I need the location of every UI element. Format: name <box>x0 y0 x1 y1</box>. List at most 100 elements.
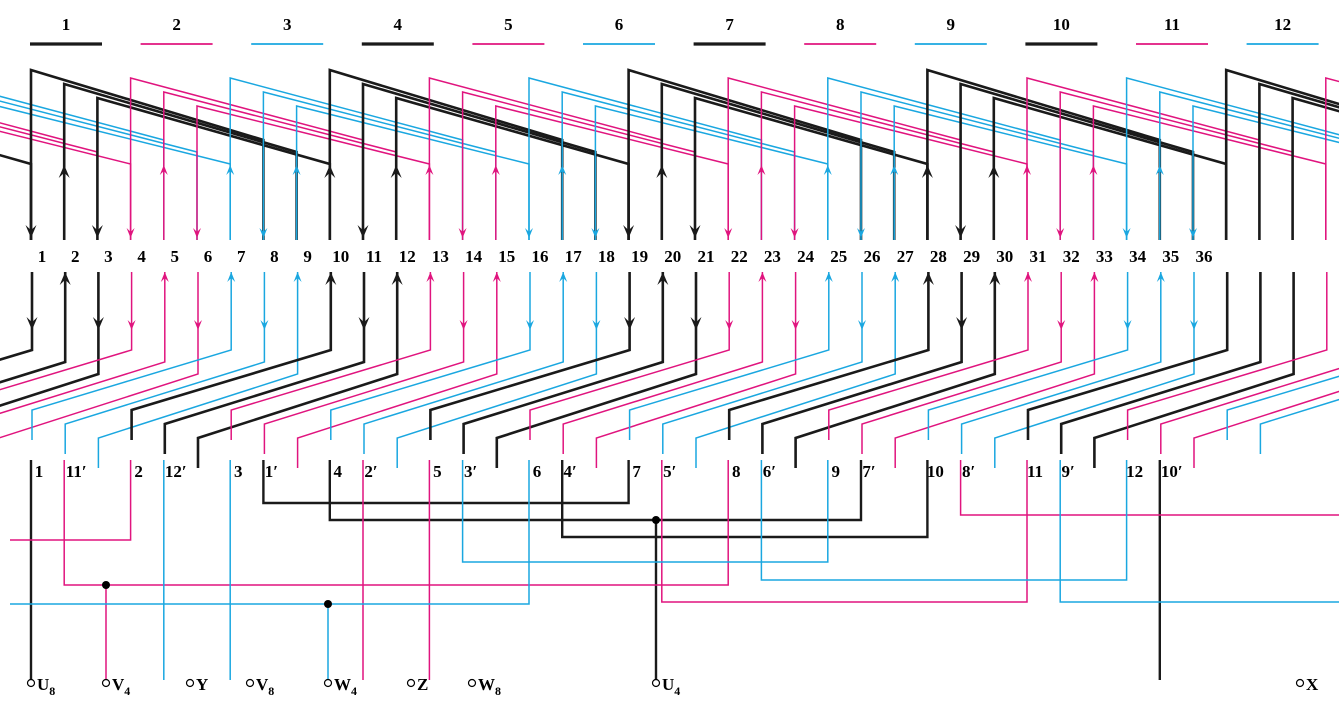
current-arrow <box>92 317 104 330</box>
coil-bottom-end <box>1259 398 1339 454</box>
coil-bottom-end <box>0 272 199 439</box>
phase-u-link <box>561 460 929 539</box>
current-arrow <box>1156 272 1165 282</box>
coil-top-end <box>328 68 564 240</box>
coil-top-end <box>1291 96 1339 240</box>
current-arrow <box>591 228 600 238</box>
terminal-label: W8 <box>478 675 501 697</box>
group-lead-label: 12′ <box>165 462 187 481</box>
group-lead-label: 1′ <box>265 462 278 481</box>
current-arrow <box>1090 272 1099 282</box>
group-lead-label: 9 <box>832 462 841 481</box>
coil-top-end <box>96 96 332 240</box>
group-lead-label: 5 <box>433 462 442 481</box>
current-arrow <box>890 165 899 175</box>
terminal-label: U4 <box>662 675 680 697</box>
coil-bottom-end <box>0 272 100 407</box>
current-arrow <box>922 272 934 285</box>
coil-top-end <box>627 68 863 240</box>
current-arrow <box>955 225 967 238</box>
coil-top-end <box>760 91 995 240</box>
junction-dot <box>102 581 110 589</box>
slot-number: 12 <box>399 247 416 266</box>
coil-bottom-end <box>1226 375 1339 440</box>
slot-number: 4 <box>137 247 146 266</box>
coil-bottom-end <box>562 272 764 454</box>
coil-top-end <box>693 96 929 240</box>
current-arrow <box>1122 228 1131 238</box>
phase-wiring <box>10 460 1339 680</box>
current-arrow <box>1189 228 1197 238</box>
slot-number: 9 <box>303 247 312 266</box>
coil-bottom-end <box>1059 272 1262 454</box>
coil-bottom-end <box>0 272 166 415</box>
coil-bottom-end <box>0 272 133 391</box>
phase-u-link <box>328 460 863 522</box>
terminal-label: Z <box>417 675 428 694</box>
coil-bottom-end <box>396 272 598 468</box>
coil-top-end <box>461 91 696 240</box>
current-arrow <box>526 320 534 330</box>
current-arrow <box>592 320 601 330</box>
current-arrow <box>260 320 269 330</box>
phase-w-link <box>10 460 530 605</box>
coil-bottom-end <box>130 272 333 440</box>
group-lead-label: 8′ <box>962 462 975 481</box>
slot-number: 6 <box>204 247 213 266</box>
current-arrow <box>357 225 369 238</box>
current-arrow <box>725 320 734 330</box>
current-arrow <box>1155 165 1164 175</box>
current-arrow <box>292 165 301 175</box>
coil-bottom-end <box>0 272 34 361</box>
slot-number: 31 <box>1030 247 1047 266</box>
current-arrow <box>823 165 832 175</box>
current-arrow <box>491 165 500 175</box>
terminal-label: V8 <box>256 675 274 697</box>
current-arrow <box>1024 272 1032 282</box>
slot-number: 3 <box>104 247 113 266</box>
coil-group-number: 9 <box>947 15 956 34</box>
coil-bottom-end <box>196 272 399 468</box>
coil-group-number: 3 <box>283 15 292 34</box>
coil-top-end <box>561 91 796 240</box>
group-lead-label: 10′ <box>1161 462 1183 481</box>
terminal-ring <box>101 678 111 688</box>
group-lead-label: 9′ <box>1062 462 1075 481</box>
terminal-ring <box>406 678 416 688</box>
coil-top-end <box>428 77 663 240</box>
coil-bottom-end <box>330 272 531 440</box>
coil-group-number: 8 <box>836 15 845 34</box>
slot-number: 22 <box>731 247 748 266</box>
coil-bottom-end <box>894 272 1096 468</box>
coil-bottom-end <box>1160 367 1339 454</box>
coil-bottom-end <box>163 272 366 454</box>
current-arrow <box>425 165 434 175</box>
coil-bottom-end <box>1026 272 1229 440</box>
current-arrow <box>1123 320 1132 330</box>
coil-top-end <box>1159 91 1339 240</box>
coil-top-end <box>992 96 1228 240</box>
current-arrow <box>160 272 169 282</box>
current-arrow <box>857 228 865 238</box>
coil-group-number: 11 <box>1164 15 1180 34</box>
current-arrow <box>226 165 235 175</box>
coil-bottom-end <box>628 272 830 440</box>
terminal-label: Y <box>196 675 208 694</box>
slot-number: 14 <box>465 247 483 266</box>
coil-group-number: 1 <box>62 15 71 34</box>
coil-bottom-end <box>0 272 67 384</box>
slot-number: 16 <box>532 247 549 266</box>
coil-bottom-end <box>994 272 1195 468</box>
coil-group-number: 2 <box>172 15 181 34</box>
terminal-ring <box>323 678 333 688</box>
current-arrow <box>558 165 567 175</box>
current-arrow <box>1089 165 1098 175</box>
coil-bottom-end <box>761 272 963 454</box>
current-arrow <box>1056 228 1065 238</box>
phase-v-link <box>10 460 132 541</box>
terminal-label: U8 <box>37 675 55 697</box>
phase-w-link <box>760 460 1128 581</box>
terminal-ring <box>245 678 255 688</box>
